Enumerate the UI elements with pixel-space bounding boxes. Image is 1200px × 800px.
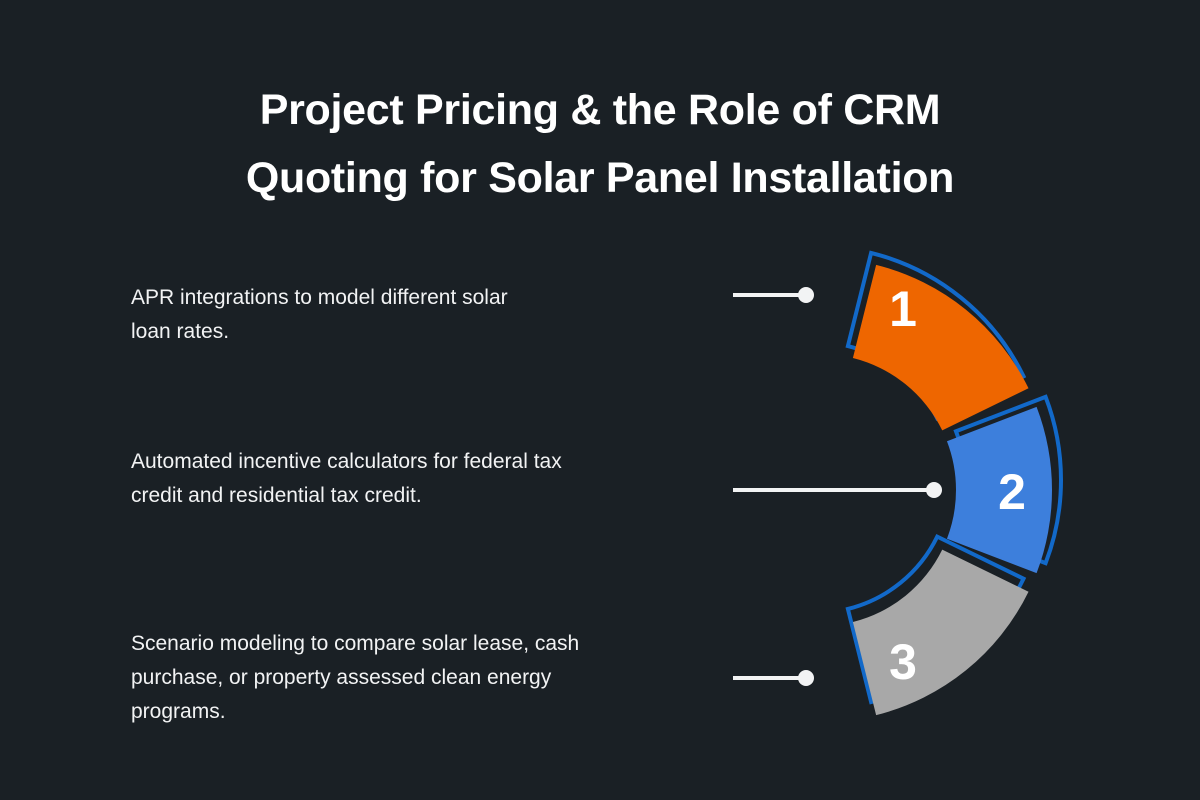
page-title: Project Pricing & the Role of CRM Quotin… [140, 76, 1060, 212]
blue-arc-segment[interactable] [946, 406, 1053, 574]
list-item-2: Automated incentive calculators for fede… [131, 445, 676, 513]
connectors-group [733, 287, 942, 686]
gray-arc-segment[interactable] [852, 549, 1029, 716]
item-1-line-2: loan rates. [131, 320, 230, 343]
segment-number-1: 1 [889, 281, 917, 337]
item-2-line-1: Automated incentive calculators for fede… [131, 450, 562, 473]
item-3-line-1: Scenario modeling to compare solar lease… [131, 632, 580, 655]
item-3-line-3: programs. [131, 700, 226, 723]
connector-dot-1 [798, 287, 814, 303]
list-item-3: Scenario modeling to compare solar lease… [131, 627, 676, 729]
segment-number-2: 2 [998, 464, 1026, 520]
orange-arc-segment[interactable] [852, 264, 1029, 431]
item-3-line-2: purchase, or property assessed clean ene… [131, 666, 552, 689]
title-line-2: Quoting for Solar Panel Installation [245, 154, 955, 202]
segment-numbers-group: 1 2 3 [889, 281, 1026, 690]
item-1-line-1: APR integrations to model different sola… [131, 286, 508, 309]
arc-segments-group [845, 250, 1063, 716]
connector-dot-3 [798, 670, 814, 686]
segment-number-3: 3 [889, 634, 917, 690]
title-line-1: Project Pricing & the Role of CRM [259, 86, 941, 134]
connector-dot-2 [926, 482, 942, 498]
item-2-line-2: credit and residential tax credit. [131, 484, 422, 507]
list-item-1: APR integrations to model different sola… [131, 281, 676, 349]
